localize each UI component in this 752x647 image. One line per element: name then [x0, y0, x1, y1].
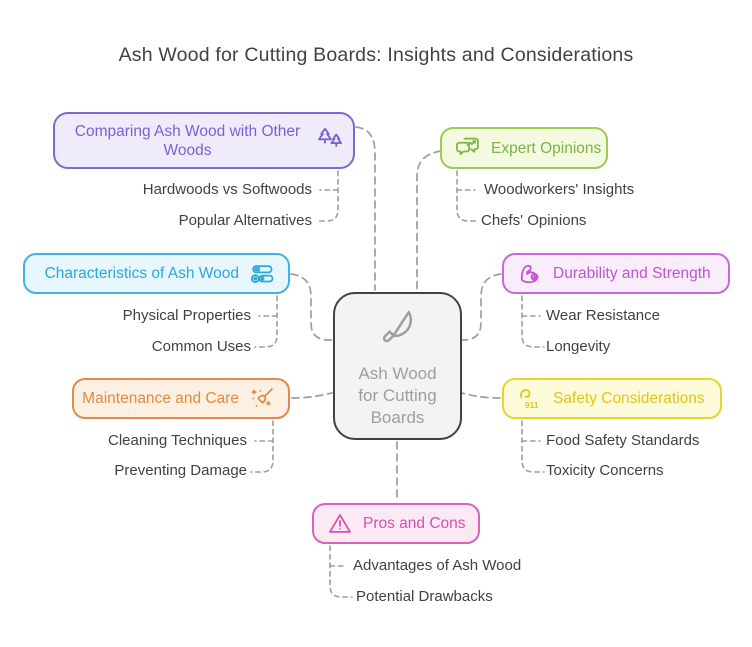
connector-characteristics-to-center [290, 273, 333, 341]
emergency-phone-911-icon: 911 [516, 385, 544, 413]
pine-trees-icon [315, 126, 345, 156]
subtopic-food-safety-standards[interactable]: Food Safety Standards [546, 432, 700, 449]
subtopic-advantages[interactable]: Advantages of Ash Wood [353, 557, 522, 574]
flexed-bicep-icon [516, 260, 544, 288]
branch-label-safety: Safety Considerations [553, 390, 705, 407]
bracket-durability [521, 295, 545, 348]
branch-label-comparing: Comparing Ash Wood with Other Woods [74, 122, 301, 159]
branch-label-maintenance: Maintenance and Care [82, 390, 239, 407]
subtopic-common-uses[interactable]: Common Uses [151, 338, 251, 355]
branch-node-pros-cons[interactable]: Pros and Cons [312, 503, 480, 544]
center-node-label: Ash Wood for Cutting Boards [358, 363, 437, 428]
branch-label-durability: Durability and Strength [553, 265, 711, 282]
connector-maintenance-to-center [291, 392, 333, 399]
subtopic-woodworkers-insights[interactable]: Woodworkers' Insights [484, 181, 635, 198]
branch-node-expert-opinions[interactable]: Expert Opinions [440, 127, 608, 169]
bracket-safety [521, 420, 545, 473]
chat-bubbles-trend-icon [454, 134, 482, 162]
subtopic-physical-properties[interactable]: Physical Properties [122, 307, 251, 324]
subtopic-longevity[interactable]: Longevity [546, 338, 611, 355]
bracket-maintenance [250, 420, 274, 473]
warning-triangle-icon [326, 510, 354, 538]
subtopic-toxicity-concerns[interactable]: Toxicity Concerns [546, 462, 664, 479]
subtopic-cleaning-techniques[interactable]: Cleaning Techniques [108, 432, 247, 449]
page-title: Ash Wood for Cutting Boards: Insights an… [118, 44, 634, 66]
bracket-comparing [315, 170, 339, 222]
bracket-proscons [329, 545, 353, 598]
cleaning-broom-sparkles-icon [248, 385, 276, 413]
branch-label-expert-opinions: Expert Opinions [491, 139, 602, 157]
branch-node-characteristics[interactable]: Characteristics of Ash Wood [23, 253, 290, 294]
subtopic-wear-resistance[interactable]: Wear Resistance [546, 307, 660, 324]
subtopic-drawbacks[interactable]: Potential Drawbacks [356, 588, 493, 605]
connector-durability-to-center [459, 273, 502, 341]
connector-safety-to-center [461, 392, 501, 399]
subtopic-hardwoods-vs-softwoods[interactable]: Hardwoods vs Softwoods [142, 181, 312, 198]
svg-text:911: 911 [525, 400, 539, 410]
subtopic-popular-alternatives[interactable]: Popular Alternatives [178, 212, 312, 229]
branch-label-characteristics: Characteristics of Ash Wood [44, 265, 239, 282]
wood-logs-icon [248, 260, 276, 288]
bracket-expert [456, 170, 480, 222]
bracket-characteristics [254, 295, 278, 348]
connector-comparing-to-center [355, 126, 376, 291]
branch-node-safety[interactable]: 911 Safety Considerations [502, 378, 722, 419]
connector-expert-to-center [416, 150, 442, 291]
branch-node-comparing[interactable]: Comparing Ash Wood with Other Woods [53, 112, 355, 169]
branch-label-pros-cons: Pros and Cons [363, 515, 466, 532]
center-node[interactable]: Ash Wood for Cutting Boards [333, 292, 462, 440]
branch-node-durability[interactable]: Durability and Strength [502, 253, 730, 294]
knife-icon [375, 303, 421, 355]
subtopic-preventing-damage[interactable]: Preventing Damage [114, 462, 247, 479]
branch-node-maintenance[interactable]: Maintenance and Care [72, 378, 290, 419]
subtopic-chefs-opinions[interactable]: Chefs' Opinions [481, 212, 587, 229]
